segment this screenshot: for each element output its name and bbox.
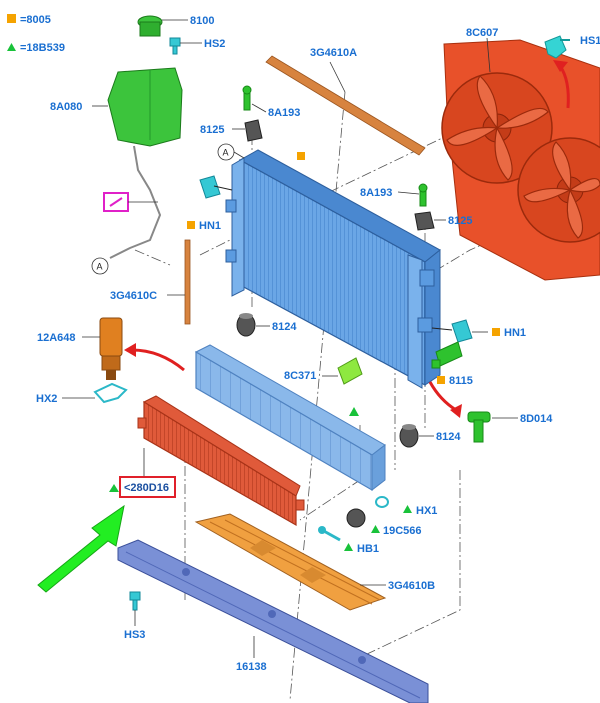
red-arrow-12a648-head (124, 343, 136, 357)
label-8c607: 8C607 (466, 27, 498, 39)
label-280d16-highlight-box (119, 476, 176, 498)
connector-hn1-right (431, 319, 473, 343)
label-hn1-right: HN1 (504, 327, 526, 339)
isolator-19c566 (346, 508, 366, 528)
square-marker-hn1-right (492, 328, 500, 336)
strip-3g4610c (184, 239, 191, 325)
sensor-8115 (431, 341, 463, 369)
label-hs3: HS3 (124, 629, 145, 641)
label-8a193-right: 8A193 (360, 187, 392, 199)
label-8124-center: 8124 (272, 321, 297, 333)
bracket-hx2 (93, 382, 128, 404)
triangle-marker-19c566 (371, 525, 380, 533)
triangle-marker-hx1 (403, 505, 412, 513)
hs1-connector (544, 35, 570, 59)
legend-square-icon (7, 14, 16, 23)
square-marker-8115 (437, 376, 445, 384)
label-3g4610c: 3G4610C (110, 290, 157, 302)
mount-8125-top (244, 119, 263, 142)
module-12a648 (99, 317, 123, 380)
air-shield-3g4610b (194, 513, 387, 611)
bracket-8c371 (337, 357, 363, 385)
label-8125-right: 8125 (448, 215, 472, 227)
isolator-8124-center (236, 313, 256, 337)
bolt-hb1 (318, 526, 341, 542)
callout-a-lower: A (91, 257, 109, 275)
lower-frame-16138 (117, 539, 429, 703)
label-8c371: 8C371 (284, 370, 316, 382)
triangle-marker-cooler (349, 407, 359, 416)
callout-a-lower-letter: A (97, 262, 103, 272)
mount-8125-right (414, 211, 435, 231)
valve-8d014 (467, 411, 491, 443)
label-8a193-top: 8A193 (268, 107, 300, 119)
label-hn1-left: HN1 (199, 220, 221, 232)
label-8125-top: 8125 (200, 124, 224, 136)
red-arrow-12a648 (131, 348, 185, 372)
hs2-connector (169, 37, 181, 55)
coolant-reservoir-8a080 (107, 15, 183, 147)
connector-hn1-left (199, 175, 233, 199)
red-arrow-8d014 (428, 381, 457, 412)
triangle-marker-280d16 (109, 484, 119, 492)
isolator-8124-right (399, 424, 419, 448)
label-hx2: HX2 (36, 393, 57, 405)
label-8115: 8115 (449, 375, 473, 387)
legend-square-label: =8005 (20, 14, 51, 26)
triangle-marker-hb1 (344, 543, 353, 551)
bracket-hx1 (375, 496, 389, 508)
label-hs2: HS2 (204, 38, 225, 50)
red-arrow-hs1-head (553, 60, 568, 72)
callout-a-top-letter: A (223, 148, 229, 158)
strip-3g4610a (265, 55, 426, 156)
label-3g4610b: 3G4610B (388, 580, 435, 592)
overflow-hose (109, 145, 162, 259)
label-hs1-top: HS1 (580, 35, 600, 47)
label-280d16: <280D16 (124, 482, 169, 494)
label-8124-right: 8124 (436, 431, 461, 443)
bleed-valve-8a193-right (418, 183, 428, 207)
callout-a-top: A (217, 143, 245, 161)
red-arrow-8d014-head (450, 404, 462, 418)
legend: =8005 =18B539 (7, 14, 65, 54)
label-8100: 8100 (190, 15, 214, 27)
legend-triangle-label: =18B539 (20, 42, 65, 54)
label-16138: 16138 (236, 661, 267, 673)
label-hx1: HX1 (416, 505, 437, 517)
bleed-valve-8a193-top (242, 85, 252, 111)
label-8d014: 8D014 (520, 413, 553, 425)
clip-hs3 (129, 591, 141, 611)
radiator-core (225, 149, 441, 389)
fan-shroud-8c607 (441, 39, 600, 281)
label-hb1: HB1 (357, 543, 379, 555)
condenser-280d16 (137, 395, 305, 527)
square-marker-hn1-left (187, 221, 195, 229)
label-19c566: 19C566 (383, 525, 422, 537)
green-direction-arrow (37, 504, 125, 593)
square-marker-radiator (297, 152, 305, 160)
label-3g4610a: 3G4610A (310, 47, 357, 59)
label-8a080: 8A080 (50, 101, 82, 113)
charge-air-cooler (194, 344, 386, 492)
label-12a648: 12A648 (37, 332, 76, 344)
legend-triangle-icon (7, 43, 16, 51)
